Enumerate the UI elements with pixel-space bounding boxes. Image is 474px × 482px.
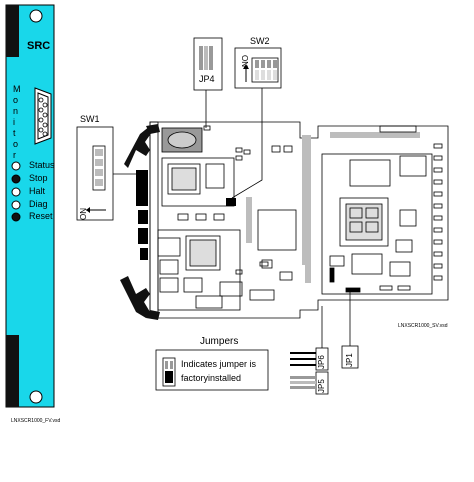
monitor-connector-icon bbox=[34, 87, 52, 145]
led-reset bbox=[11, 212, 21, 222]
memory-chip bbox=[185, 235, 221, 271]
sw1-box bbox=[76, 126, 114, 221]
bottom-screw-hole bbox=[29, 390, 43, 404]
cpu-chip bbox=[167, 163, 201, 195]
jp6-label: JP6 bbox=[317, 355, 326, 369]
legend-line-1: Indicates jumper is bbox=[181, 359, 257, 369]
fpga-chip bbox=[339, 197, 389, 247]
led-stop-label: Stop bbox=[29, 173, 48, 183]
bottom-handle bbox=[6, 335, 19, 407]
jp5-jumper-icon bbox=[290, 376, 316, 389]
monitor-letter: t bbox=[13, 128, 16, 138]
connector-strip bbox=[330, 132, 420, 138]
cpu-area bbox=[161, 157, 235, 207]
sw2-box bbox=[234, 47, 282, 89]
legend-box bbox=[155, 349, 269, 391]
monitor-letter: o bbox=[13, 95, 19, 105]
jp1-label: JP1 bbox=[345, 353, 354, 367]
sw2-label: SW2 bbox=[250, 36, 270, 46]
led-diag bbox=[11, 200, 21, 210]
board-name: SRC bbox=[27, 40, 51, 52]
led-reset-label: Reset bbox=[29, 211, 53, 221]
monitor-letter: i bbox=[13, 117, 15, 127]
side-view-file-label: LNXSCR1000_SV.vsd bbox=[398, 323, 448, 329]
jp4-box bbox=[193, 37, 223, 91]
led-stop bbox=[11, 174, 21, 184]
legend-title: Jumpers bbox=[200, 336, 239, 347]
connector-strip bbox=[305, 245, 311, 283]
sw2-on-label: ON bbox=[240, 55, 249, 67]
led-halt bbox=[11, 187, 21, 197]
sw2-switch-icon bbox=[243, 57, 279, 83]
top-screw-hole bbox=[29, 9, 43, 23]
jp5-label: JP5 bbox=[317, 379, 326, 393]
sw1-switch-icon bbox=[86, 145, 106, 213]
jp6-jumper-icon bbox=[290, 352, 316, 366]
pcb-outline bbox=[149, 121, 449, 319]
led-status-label: Status bbox=[29, 160, 55, 170]
top-handle bbox=[6, 5, 19, 57]
jp4-label: JP4 bbox=[199, 74, 215, 84]
connector-strip bbox=[302, 135, 311, 265]
led-status bbox=[11, 161, 21, 171]
led-diag-label: Diag bbox=[29, 199, 48, 209]
legend-jumper-icon bbox=[162, 357, 176, 387]
bottom-ejector-icon bbox=[120, 276, 160, 320]
connector-strip bbox=[246, 197, 252, 243]
jp4-jumper-icon bbox=[199, 46, 213, 70]
monitor-letter: r bbox=[13, 150, 16, 160]
asic-area bbox=[321, 153, 433, 295]
legend-line-2: factoryinstalled bbox=[181, 373, 242, 383]
top-ejector-icon bbox=[124, 124, 160, 168]
sw1-board-connector bbox=[136, 170, 148, 260]
led-halt-label: Halt bbox=[29, 186, 46, 196]
monitor-letter: M bbox=[13, 84, 21, 94]
front-view-file-label: LNXSCR1000_FV.vsd bbox=[11, 418, 61, 424]
monitor-letter: n bbox=[13, 106, 19, 116]
sw1-label: SW1 bbox=[80, 114, 100, 124]
board-front-edge bbox=[149, 121, 159, 319]
sw1-on-label: ON bbox=[79, 208, 88, 220]
sw2-board-part bbox=[226, 198, 236, 206]
monitor-letter: o bbox=[13, 139, 19, 149]
